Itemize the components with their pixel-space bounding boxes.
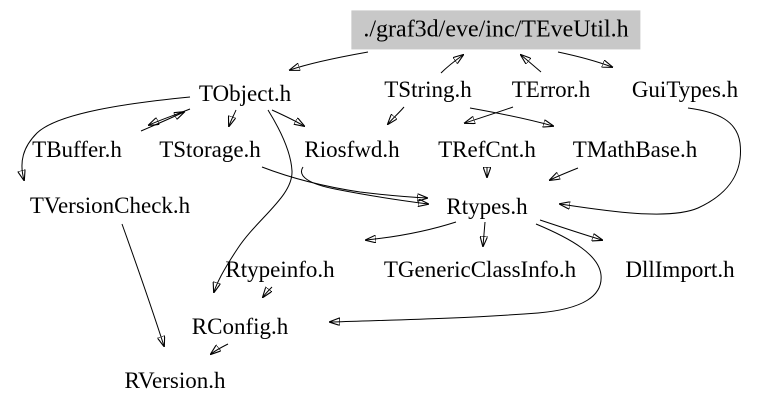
edge-Rtypes-DllImport: [539, 219, 602, 240]
edge-GuiTypes-Rtypes: [560, 107, 741, 215]
edge-TObject-TVersionCheck: [22, 96, 191, 180]
edge-TVersionCheck-RVersion: [121, 223, 164, 346]
edge-Rtypeinfo-RConfig: [263, 286, 273, 297]
edge-TString-TEveUtil: [440, 55, 463, 74]
node-TRefCnt: TRefCnt.h: [438, 136, 536, 162]
edge-TString-TMathBase: [469, 107, 553, 126]
edge-TError-TRefCnt: [465, 106, 514, 123]
edge-RConfig-RVersion: [211, 343, 229, 354]
node-TError: TError.h: [511, 76, 591, 102]
edge-TStorage-Rtypes: [261, 166, 427, 198]
edge-Rtypes-TGenericClassInfo: [483, 221, 485, 246]
edge-TEveUtil-GuiTypes: [557, 51, 612, 67]
node-TMathBase: TMathBase.h: [572, 136, 698, 162]
node-RConfig: RConfig.h: [191, 313, 289, 339]
edge-TError-TEveUtil: [521, 55, 542, 73]
node-TGenericClassInfo: TGenericClassInfo.h: [383, 256, 577, 282]
edge-TEveUtil-TObject: [290, 51, 369, 70]
node-RVersion: RVersion.h: [124, 367, 226, 393]
node-TString: TString.h: [384, 76, 472, 102]
edge-Riosfwd-Rtypes: [301, 166, 428, 204]
node-TStorage: TStorage.h: [159, 136, 261, 162]
node-TVersionCheck: TVersionCheck.h: [29, 192, 191, 218]
node-GuiTypes: GuiTypes.h: [631, 76, 739, 102]
edge-TBuffer-TObject: [140, 112, 184, 132]
edge-TString-Riosfwd: [388, 106, 405, 124]
edge-TObject-TStorage: [229, 109, 237, 126]
node-TEveUtil-root: ./graf3d/eve/inc/TEveUtil.h: [351, 10, 641, 50]
edge-Rtypes-Rtypeinfo: [366, 221, 457, 240]
node-Rtypes: Rtypes.h: [446, 193, 528, 219]
node-Rtypeinfo: Rtypeinfo.h: [225, 256, 335, 282]
edge-TMathBase-Rtypes: [550, 167, 579, 180]
node-TObject: TObject.h: [198, 80, 292, 106]
edge-TObject-RConfig: [214, 109, 293, 292]
node-TBuffer: TBuffer.h: [32, 136, 122, 162]
edge-TObject-TBuffer: [149, 108, 191, 125]
node-DllImport: DllImport.h: [625, 256, 735, 282]
node-Riosfwd: Riosfwd.h: [304, 136, 400, 162]
edge-Rtypes-RConfig: [330, 223, 602, 322]
edge-TObject-Riosfwd: [271, 109, 304, 126]
